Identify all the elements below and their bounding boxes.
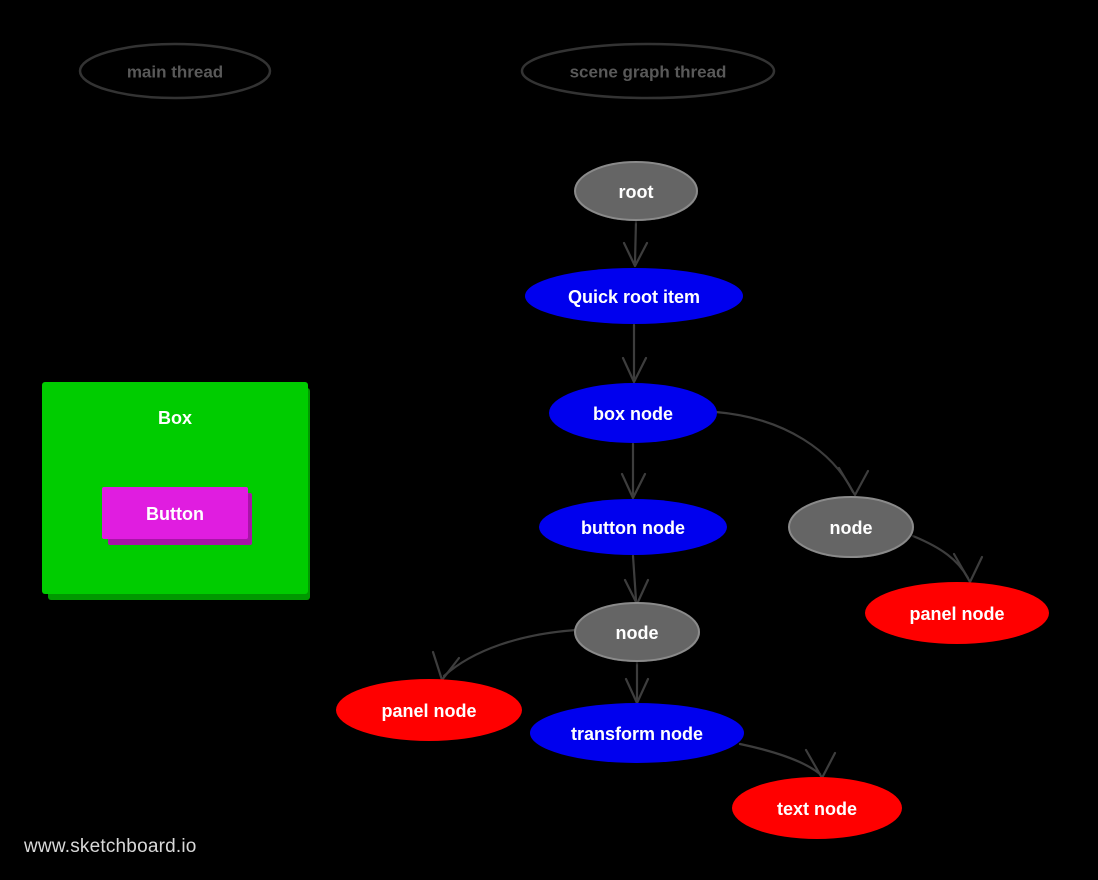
button-rect (102, 487, 248, 539)
node-quick-root-item[interactable]: Quick root item (525, 268, 743, 324)
main-thread-ellipse (78, 42, 272, 100)
ui-mock-shapes: Box Button (42, 382, 310, 600)
node-ellipse (865, 582, 1049, 644)
node-panel-node-right[interactable]: panel node (865, 582, 1049, 644)
edge-node-left-to-transform-node (624, 659, 650, 705)
node-ellipse (732, 777, 902, 839)
node-label: panel node (909, 604, 1004, 624)
edge-line (633, 219, 638, 264)
button-shape[interactable]: Button (102, 487, 252, 545)
node-label: node (616, 623, 659, 643)
button-label: Button (146, 504, 204, 524)
edge-line (738, 742, 822, 776)
node-label: box node (593, 404, 673, 424)
edge-node-right-to-panel-node-right (911, 534, 984, 584)
scene-graph-thread-ellipse (520, 42, 776, 100)
arrow-head-icon (837, 466, 870, 497)
node-ellipse (539, 499, 727, 555)
thread-lane-main: main thread (78, 42, 272, 100)
edge-line (911, 534, 970, 580)
arrow-head-icon (621, 356, 648, 384)
arrow-head-icon (622, 241, 649, 268)
edge-line (442, 628, 578, 678)
node-label: root (619, 182, 654, 202)
edge-node-left-to-panel-node-left (431, 628, 578, 682)
scene-graph-thread-label: scene graph thread (570, 63, 727, 82)
node-node-left[interactable]: node (574, 602, 700, 662)
node-ellipse (549, 383, 717, 443)
watermark-label: www.sketchboard.io (24, 836, 197, 857)
node-ellipse (525, 268, 743, 324)
arrow-head-icon (952, 552, 984, 584)
edge-line (631, 554, 638, 602)
node-label: node (830, 518, 873, 538)
edge-box-node-to-button-node (620, 442, 647, 500)
edge-root-to-quick-root (622, 219, 649, 268)
edge-quick-root-to-box-node (621, 323, 648, 384)
node-label: text node (777, 799, 857, 819)
edge-line (714, 410, 855, 494)
node-label: transform node (571, 724, 703, 744)
node-button-node[interactable]: button node (539, 499, 727, 555)
node-node-right[interactable]: node (788, 496, 914, 558)
node-root[interactable]: root (574, 161, 698, 221)
node-label: Quick root item (568, 287, 700, 307)
node-ellipse (574, 161, 698, 221)
arrow-head-icon (804, 748, 837, 780)
node-ellipse (574, 602, 700, 662)
node-panel-node-left[interactable]: panel node (336, 679, 522, 741)
thread-lanes: main thread scene graph thread (78, 42, 776, 100)
edge-transform-node-to-text-node (738, 742, 837, 780)
node-box-node[interactable]: box node (549, 383, 717, 443)
arrow-head-icon (620, 472, 647, 500)
nodes: root Quick root item box node button nod… (336, 161, 1049, 839)
node-text-node[interactable]: text node (732, 777, 902, 839)
edge-button-node-to-node-left (623, 554, 650, 606)
thread-lane-scene-graph: scene graph thread (520, 42, 776, 100)
edge-box-node-to-node-right (714, 410, 870, 497)
node-transform-node[interactable]: transform node (530, 703, 744, 763)
node-ellipse (788, 496, 914, 558)
node-label: panel node (381, 701, 476, 721)
node-ellipse (336, 679, 522, 741)
main-thread-label: main thread (127, 63, 223, 82)
box-label: Box (158, 408, 192, 428)
node-label: button node (581, 518, 685, 538)
node-ellipse (530, 703, 744, 763)
